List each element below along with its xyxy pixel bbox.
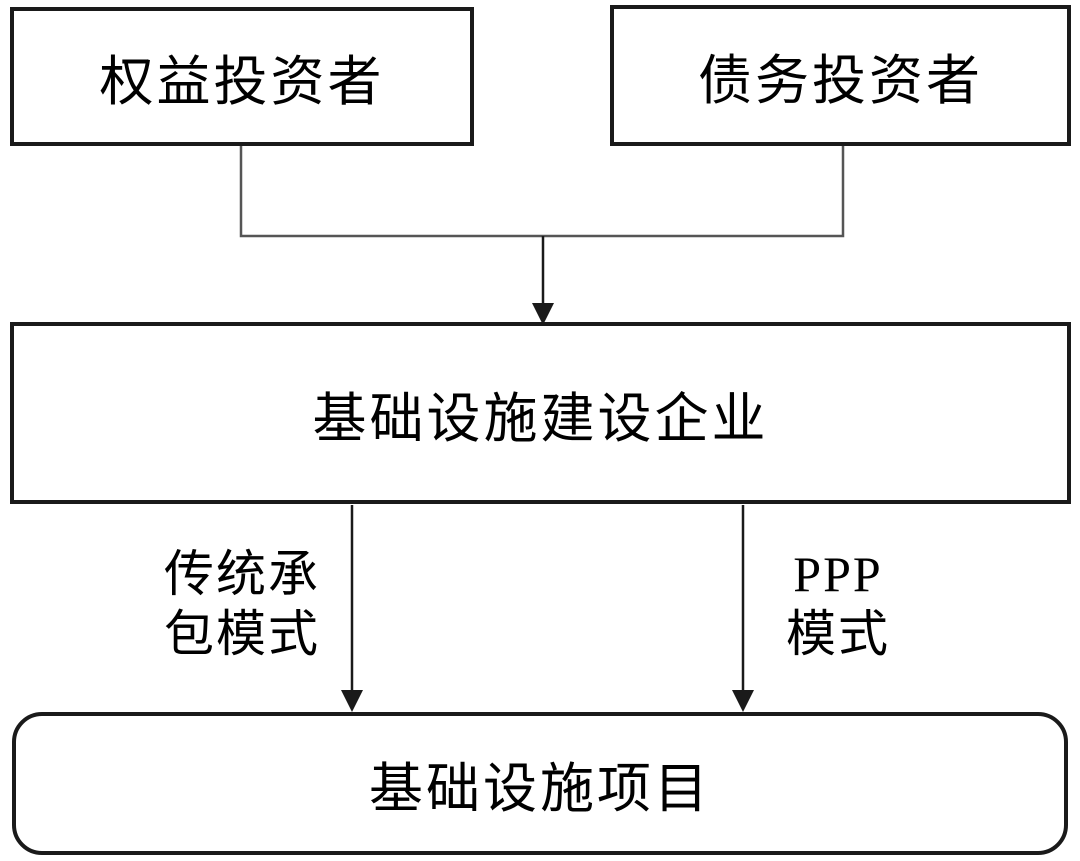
ppp-arrowhead-icon	[732, 690, 754, 712]
traditional-arrowhead-icon	[341, 690, 363, 712]
edge-label-ppp-mode-line2: 模式	[786, 606, 890, 662]
edge-label-traditional-mode-line1: 传统承	[164, 546, 320, 602]
node-infrastructure-enterprise-label: 基础设施建设企业	[312, 388, 769, 449]
node-infrastructure-project: 基础设施项目	[12, 712, 1068, 855]
edge-label-ppp-mode-line1: PPP	[793, 546, 883, 602]
edge-label-traditional-mode-line2: 包模式	[164, 606, 320, 662]
edge-label-ppp-mode: PPP 模式	[758, 544, 918, 664]
node-debt-investor: 债务投资者	[610, 5, 1071, 146]
node-equity-investor-label: 权益投资者	[99, 52, 385, 112]
node-equity-investor: 权益投资者	[10, 7, 474, 146]
edge-label-traditional-mode: 传统承 包模式	[152, 544, 332, 664]
node-debt-investor-label: 债务投资者	[698, 51, 983, 111]
node-infrastructure-project-label: 基础设施项目	[369, 759, 711, 819]
merge-connector-line	[239, 146, 845, 238]
node-infrastructure-enterprise: 基础设施建设企业	[10, 322, 1071, 504]
